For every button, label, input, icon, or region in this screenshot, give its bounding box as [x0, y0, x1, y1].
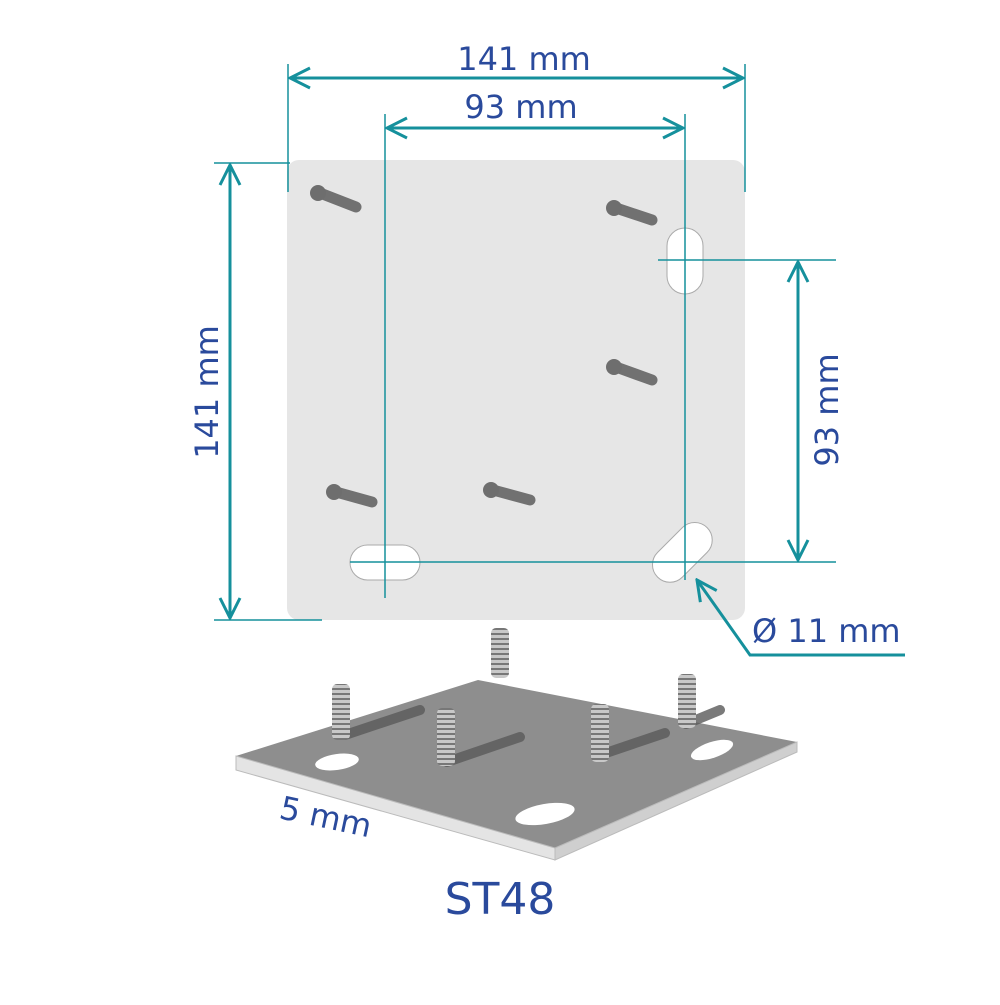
label-left-height: 141 mm — [188, 325, 226, 459]
plate-top-view — [287, 160, 745, 620]
label-right-height: 93 mm — [808, 353, 846, 466]
plate-3d-view — [235, 628, 798, 861]
slot-bottom-right — [651, 521, 713, 583]
hole-leader — [697, 580, 905, 657]
studs-top-view — [310, 185, 658, 508]
label-top-width: 141 mm — [457, 40, 591, 78]
label-hole-diameter: Ø 11 mm — [752, 612, 901, 650]
label-inner-width: 93 mm — [464, 88, 577, 126]
model-name: ST48 — [445, 874, 556, 925]
